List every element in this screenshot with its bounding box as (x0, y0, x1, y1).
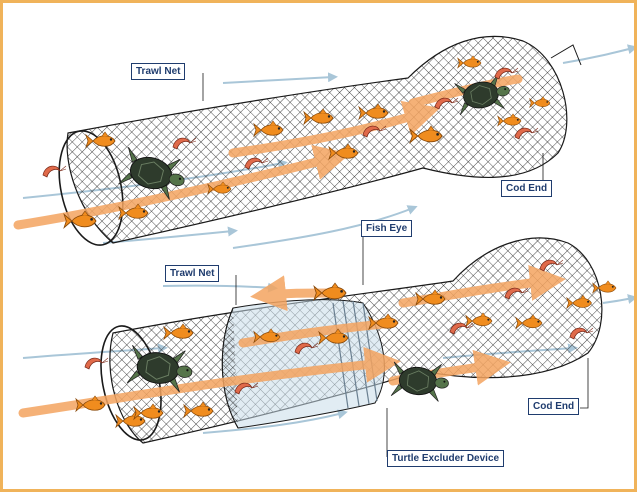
top-trawl-diagram (18, 36, 633, 251)
label-trawl-net-top: Trawl Net (131, 63, 185, 80)
label-cod-end-top: Cod End (501, 180, 552, 197)
label-turtle-excluder-device: Turtle Excluder Device (387, 450, 504, 467)
label-fish-eye: Fish Eye (361, 220, 412, 237)
leader-line-cod-end-bottom (580, 358, 588, 408)
label-cod-end-bottom: Cod End (528, 398, 579, 415)
trawl-illustration (3, 3, 634, 489)
bottom-trawl-diagram (23, 235, 633, 457)
label-trawl-net-bottom: Trawl Net (165, 265, 219, 282)
